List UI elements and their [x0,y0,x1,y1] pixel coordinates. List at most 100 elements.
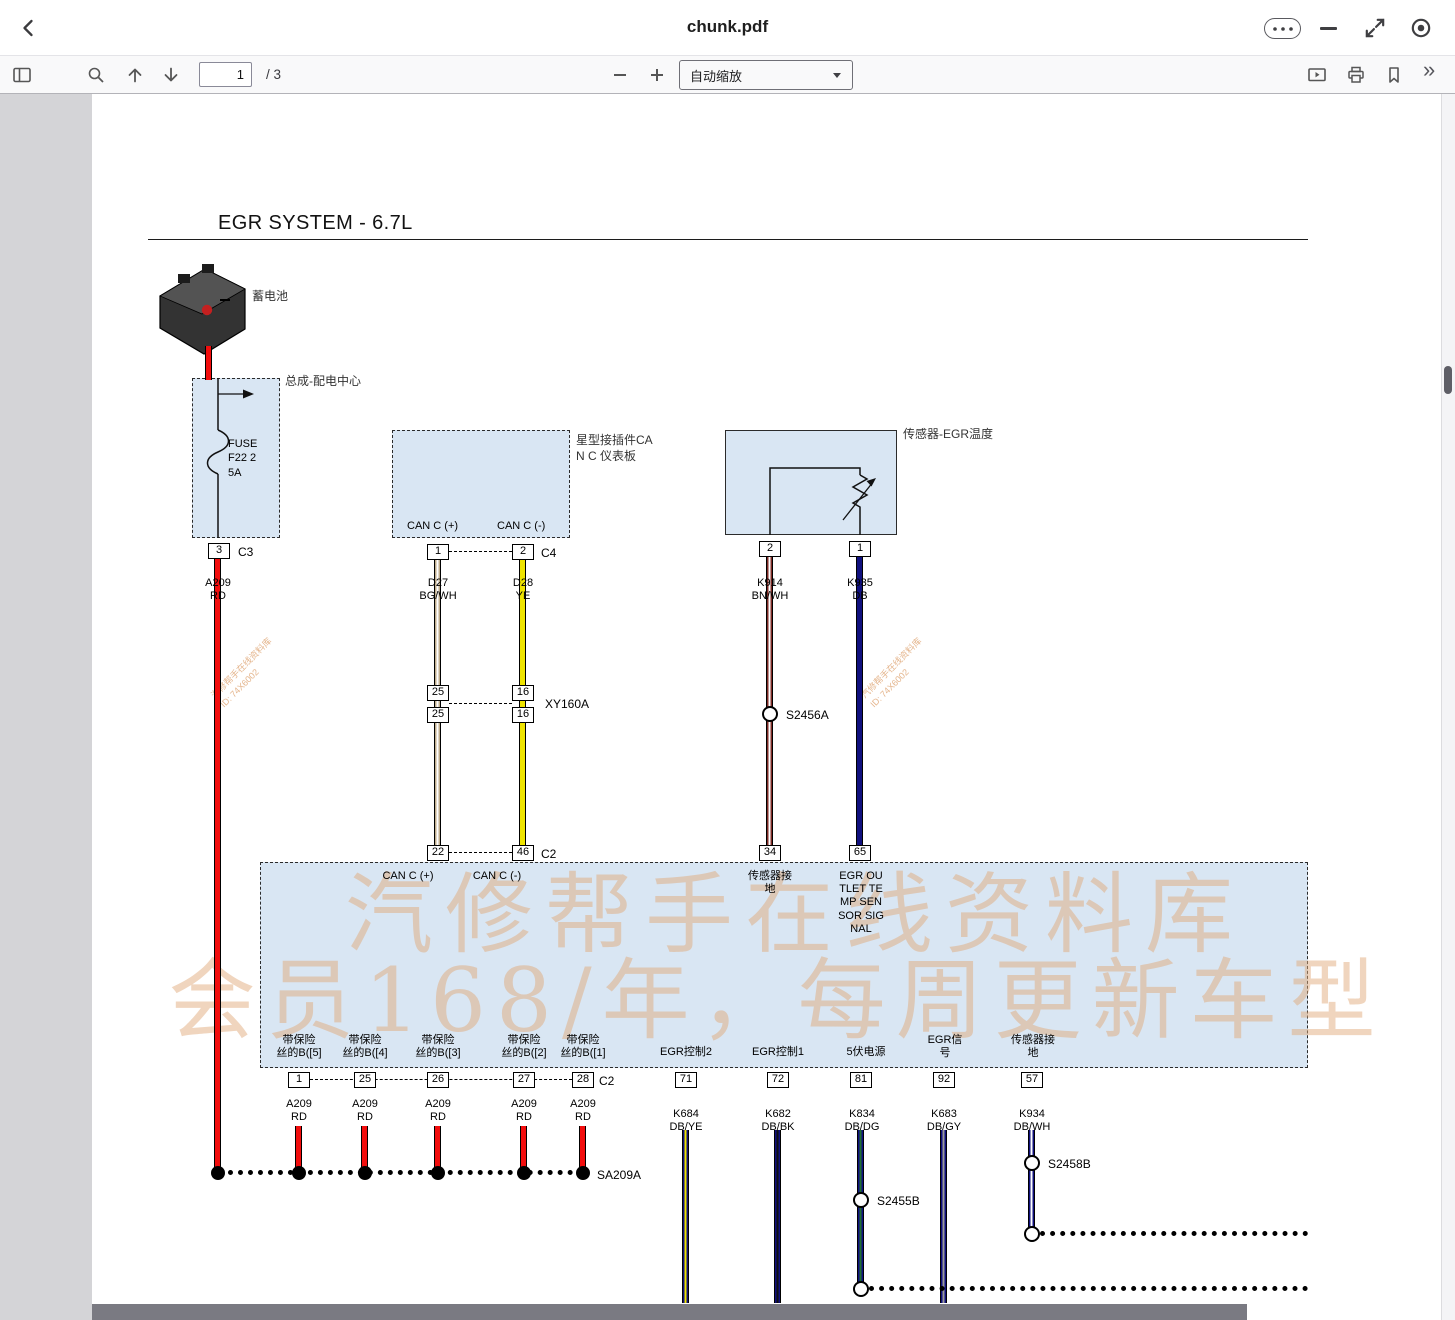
next-page-button[interactable] [160,64,182,86]
can-plus-label: CAN C (+) [407,520,459,532]
pcm-bottom-label-b1: 带保险 丝的B([1] [560,1034,606,1060]
pin-22: 22 [427,845,449,861]
diagram-title: EGR SYSTEM - 6.7L [218,212,413,234]
print-button[interactable] [1345,64,1367,86]
pin-1-pcm: 1 [288,1072,310,1088]
back-button[interactable] [17,16,41,40]
more-tools-button[interactable]: » [1423,57,1436,82]
presentation-mode-button[interactable] [1306,64,1328,86]
page-total-label: / 3 [266,67,282,82]
record-button[interactable] [1409,16,1433,40]
splice-s2456a [762,706,778,722]
expand-icon [1365,18,1385,38]
pin-16-upper: 16 [512,685,534,701]
print-icon [1348,66,1364,83]
pin-72: 72 [767,1072,789,1088]
splice-bus [869,1286,1308,1291]
splice-s2458b [1024,1155,1040,1171]
fuse-label: FUSE F22 2 5A [228,438,258,479]
wire-d28-ye [519,560,526,846]
pcm-bottom-label-b2: 带保险 丝的B([2] [501,1034,547,1060]
scrollbar-thumb[interactable] [1444,366,1452,394]
wire-label-a209-3: A209 RD [425,1098,451,1124]
wire-label-a209-1: A209 RD [286,1098,312,1124]
connector-c4-label: C4 [541,546,557,560]
connector-c2-bottom-label: C2 [599,1074,615,1088]
bookmark-icon [1389,67,1399,83]
bookmark-button[interactable] [1383,64,1405,86]
wire-k914-bnwh [766,557,773,845]
wire-label-k934: K934 DB/WH [1013,1108,1051,1134]
sidebar-toggle-button[interactable] [11,64,33,86]
pin-57: 57 [1021,1072,1043,1088]
pin-25-pcm: 25 [354,1072,376,1088]
wire-a209-rd [214,559,221,1170]
pin-81: 81 [850,1072,872,1088]
zoom-select[interactable]: 自动缩放 [679,60,853,90]
wire-label-a209: A209 RD [205,577,231,603]
wire-label-k935: K935 DB [847,577,873,603]
connector-dash [449,551,512,552]
pin-25-lower: 25 [427,707,449,723]
scrollbar-track[interactable] [1441,94,1455,1320]
splice-dot [517,1166,531,1180]
arrow-down-icon [164,67,178,82]
ellipsis-icon [1272,26,1293,31]
wire-k684-dbye [682,1130,689,1303]
pin-34: 34 [759,845,781,861]
splice-dot [292,1166,306,1180]
connector-xy160a-label: XY160A [545,697,590,711]
find-button[interactable] [85,64,107,86]
wire-k683-dbgy [940,1130,947,1303]
pin-65: 65 [849,845,871,861]
pcm-bottom-label-b5: 带保险 丝的B([5] [276,1034,322,1060]
splice-dot [211,1166,225,1180]
pcm-egr-outlet-label: EGR OU TLET TE MP SEN SOR SIG NAL [838,870,884,935]
minimize-button[interactable] [1320,27,1337,30]
chrome-bar: chunk.pdf [0,0,1455,56]
wire-k834-dbdg [857,1130,864,1289]
wire-label-k682: K682 DB/BK [761,1108,795,1134]
wire-label-k914: K914 BN/WH [751,577,789,603]
pdc-label: 总成-配电中心 [285,374,361,388]
wire-label-k683: K683 DB/GY [926,1108,962,1134]
splice-s2458b-label: S2458B [1048,1157,1091,1171]
pin-2-star: 2 [512,544,534,560]
wire-a209-stub [579,1126,586,1170]
previous-page-button[interactable] [124,64,146,86]
splice-bus-sa209a [218,1170,583,1175]
wire-label-a209-5: A209 RD [570,1098,596,1124]
wire-a209-stub [434,1126,441,1170]
star-connector-box [392,430,570,538]
more-options-button[interactable] [1264,18,1301,39]
wire-k682-dbbk [774,1130,781,1303]
document-title: chunk.pdf [686,17,769,36]
zoom-out-button[interactable] [609,64,631,86]
chevron-down-icon [833,72,841,78]
battery-icon [159,264,246,355]
pcm-bottom-label-5v: 5伏电源 [846,1046,886,1058]
splice-dot [576,1166,590,1180]
search-icon [88,67,104,83]
wire-label-a209-4: A209 RD [511,1098,537,1124]
fullscreen-button[interactable] [1363,16,1387,40]
splice-circle [1024,1226,1040,1242]
pcm-bottom-label-egr-signal: EGR信 号 [927,1034,963,1060]
zoom-in-button[interactable] [646,64,668,86]
pin-16-lower: 16 [512,707,534,723]
pcm-bottom-label-b4: 带保险 丝的B([4] [342,1034,388,1060]
pin-1-star: 1 [427,544,449,560]
watermark-line1: 汽修帮手在线资料库 [345,863,1246,966]
page-number-input[interactable] [199,62,252,87]
wire-a209-stub [295,1126,302,1170]
pin-26-pcm: 26 [427,1072,449,1088]
plus-icon [651,69,663,81]
wire-d27-bgwh [434,560,441,846]
connector-dash [449,703,512,704]
pcm-bottom-label-egr-ctrl1: EGR控制1 [752,1046,804,1058]
wire-label-k684: K684 DB/YE [669,1108,703,1134]
watermark-line2: 会员168/年，每周更新车型 [168,949,1386,1052]
splice-sa209a-label: SA209A [597,1168,642,1182]
title-rule [148,239,1308,240]
pcm-can-minus-label: CAN C (-) [472,870,522,882]
